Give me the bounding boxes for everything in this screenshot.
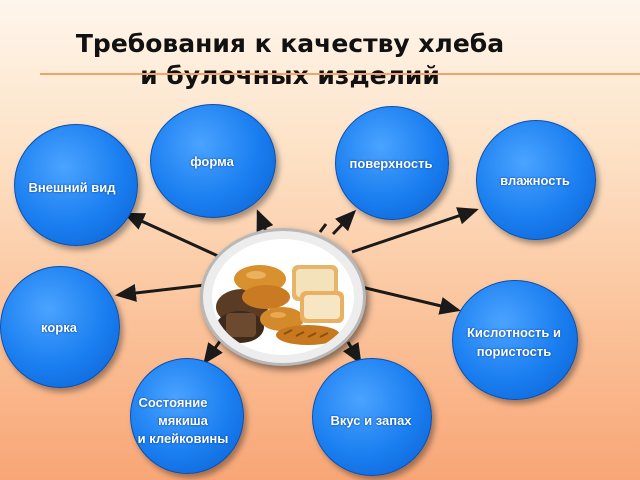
title-underline bbox=[40, 73, 640, 75]
node-vlazhnost bbox=[476, 120, 596, 240]
node-korka bbox=[0, 266, 120, 388]
node-kislotnost bbox=[452, 280, 578, 400]
node-vkus-label: Вкус и запах bbox=[330, 413, 412, 428]
title-line-1: Требования к качеству хлеба bbox=[75, 29, 505, 58]
node-korka-label: корка bbox=[41, 320, 77, 335]
node-myakish-label-1: Состояние bbox=[138, 395, 208, 410]
center-plate bbox=[200, 228, 366, 366]
node-vneshniy-vid bbox=[14, 124, 138, 246]
node-forma bbox=[150, 104, 276, 218]
node-vneshniy-vid-label: Внешний вид bbox=[28, 180, 116, 195]
arrow-to-kislotnost bbox=[356, 284, 461, 315]
node-forma-label: форма bbox=[190, 154, 234, 169]
node-myakish-label-3: и клейковины bbox=[137, 431, 229, 446]
arrow-to-vneshniy-vid bbox=[123, 212, 219, 258]
arrow-to-korka bbox=[115, 283, 206, 302]
node-poverkhnost-label: поверхность bbox=[349, 156, 433, 171]
node-poverkhnost bbox=[335, 106, 449, 220]
node-kislotnost-label-2: пористость bbox=[476, 344, 552, 359]
title-line-2: и булочных изделий bbox=[140, 61, 440, 90]
node-vlazhnost-label: влажность bbox=[500, 173, 570, 188]
bread-assortment-icon bbox=[216, 265, 344, 345]
arrow-to-poverkhnost bbox=[331, 209, 357, 236]
arrow-to-vlazhnost bbox=[351, 207, 479, 254]
node-myakish-label-2: мякиша bbox=[158, 413, 208, 428]
page-title: Требования к качеству хлеба и булочных и… bbox=[0, 28, 580, 92]
node-kislotnost-label-1: Кислотность и bbox=[466, 325, 562, 340]
node-myakish bbox=[130, 358, 244, 474]
node-vkus bbox=[312, 358, 432, 476]
